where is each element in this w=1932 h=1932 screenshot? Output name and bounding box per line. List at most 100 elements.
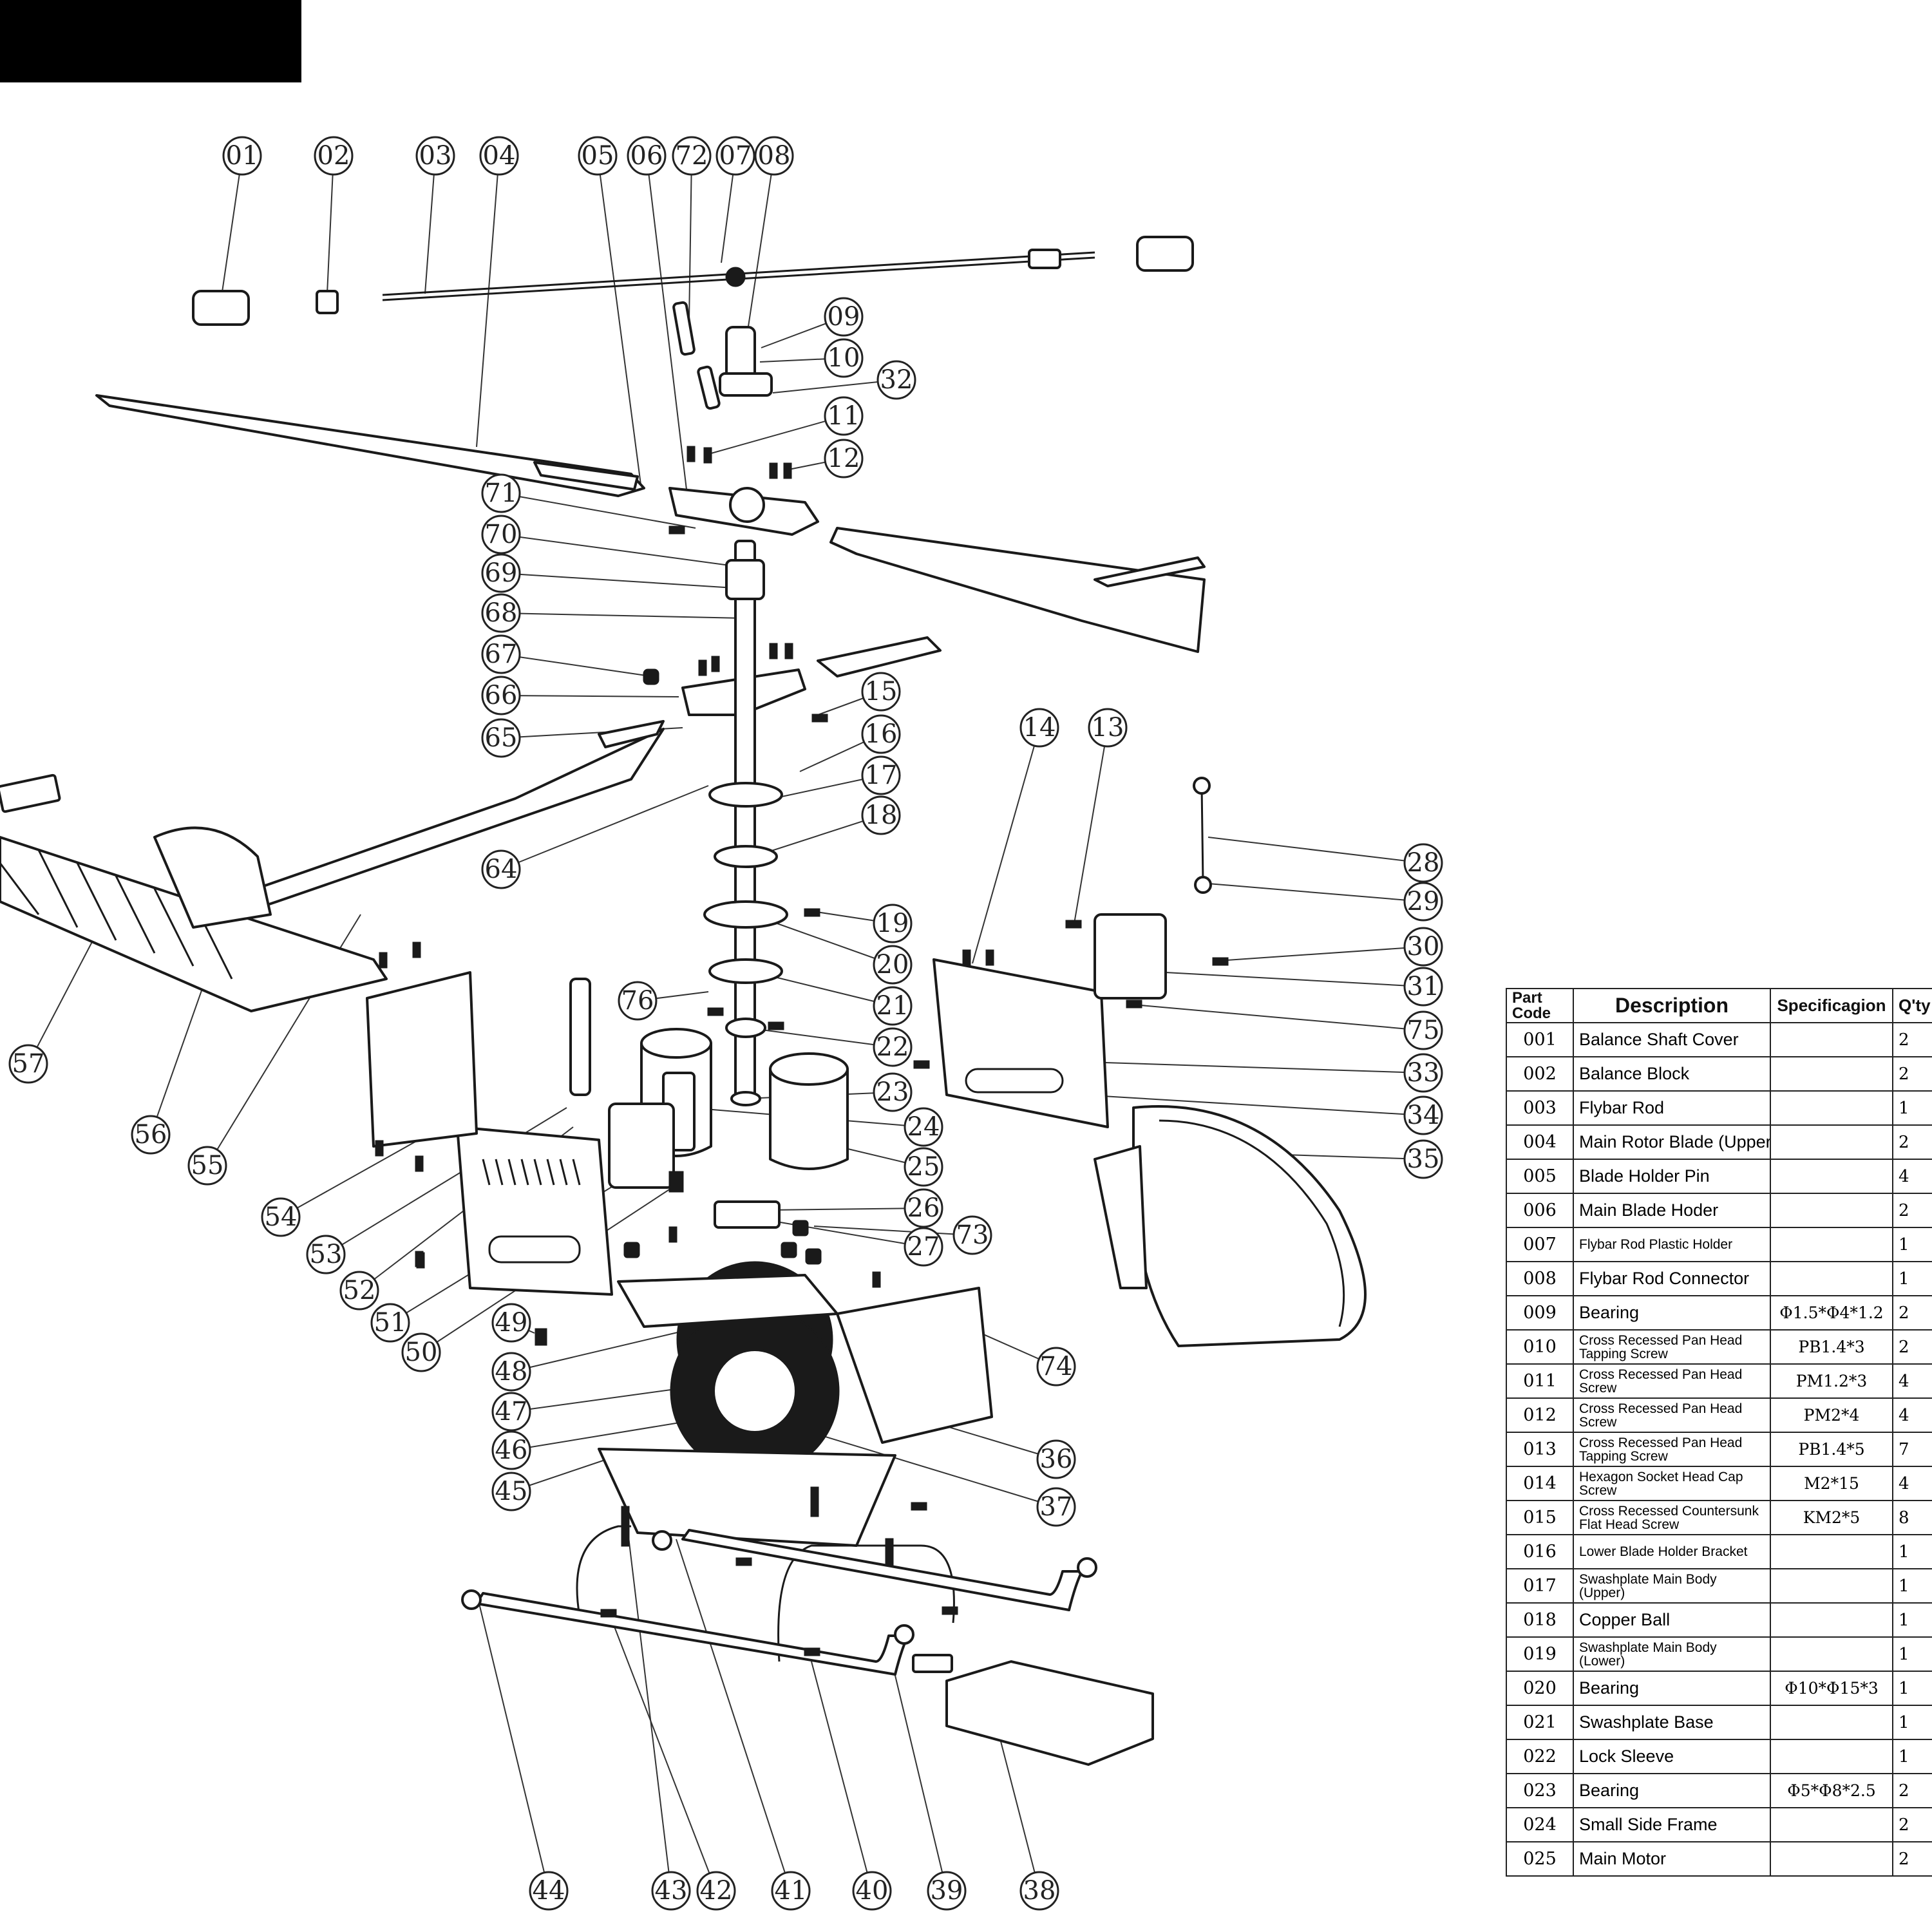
callout-circle xyxy=(491,1472,531,1511)
callout-circle xyxy=(481,553,521,593)
quantity-cell: 1 xyxy=(1892,1671,1932,1706)
callout-label: 34 xyxy=(1407,1101,1440,1130)
servo-linkage-rod xyxy=(1200,785,1204,883)
part-code-cell: 025 xyxy=(1506,1841,1574,1877)
callout-48: 48 xyxy=(491,1352,531,1392)
specification-cell xyxy=(1770,1534,1893,1569)
description-cell: Cross Recessed Countersunk Flat Head Scr… xyxy=(1573,1500,1771,1535)
callout-label: 57 xyxy=(12,1049,45,1079)
quantity-cell: 2 xyxy=(1892,1124,1932,1160)
callout-circle xyxy=(491,1430,531,1470)
parts-table: Part Code Description Specificagion Q'ty… xyxy=(1506,988,1932,1877)
leader-line-73 xyxy=(813,1226,973,1236)
callout-label: 20 xyxy=(876,950,909,980)
callout-circle xyxy=(861,755,901,795)
callout-circle xyxy=(187,1146,227,1186)
rear-frame-bracket xyxy=(366,971,478,1148)
callout-circle xyxy=(222,136,262,176)
part-code-cell: 014 xyxy=(1506,1466,1574,1501)
callout-label: 18 xyxy=(865,800,898,830)
callout-44: 44 xyxy=(529,1871,569,1911)
leader-line-01 xyxy=(221,155,243,297)
quantity-cell: 1 xyxy=(1892,1568,1932,1604)
callout-circle xyxy=(861,795,901,835)
callout-47: 47 xyxy=(491,1392,531,1432)
callout-label: 40 xyxy=(856,1876,889,1906)
callout-circle xyxy=(1403,843,1443,883)
leader-line-68 xyxy=(500,612,746,619)
callout-circle xyxy=(1403,927,1443,967)
description-cell: Flybar Rod Plastic Holder xyxy=(1573,1227,1771,1262)
callout-circle xyxy=(1403,1010,1443,1050)
quantity-cell: 2 xyxy=(1892,1329,1932,1365)
callout-circle xyxy=(1403,1095,1443,1135)
part-code-cell: 015 xyxy=(1506,1500,1574,1535)
main-rotor-blade-upper-left xyxy=(95,394,645,497)
callout-67: 67 xyxy=(481,634,521,674)
callout-27: 27 xyxy=(904,1227,943,1267)
skid-tube-front xyxy=(475,1592,909,1676)
callout-label: 74 xyxy=(1040,1352,1073,1381)
skid-end-cap xyxy=(461,1589,482,1610)
balance-shaft-cover-right xyxy=(1136,236,1194,272)
callout-label: 30 xyxy=(1407,932,1440,961)
specification-cell: Φ10*Φ15*3 xyxy=(1770,1671,1893,1706)
description-cell: Balance Shaft Cover xyxy=(1573,1022,1771,1057)
table-header-row: Part Code Description Specificagion Q'ty xyxy=(1506,988,1932,1023)
callout-41: 41 xyxy=(771,1871,811,1911)
callout-circle xyxy=(261,1197,301,1237)
leader-line-66 xyxy=(500,695,679,697)
specification-cell xyxy=(1770,1124,1893,1160)
swashplate-lower xyxy=(703,900,788,929)
callout-label: 69 xyxy=(485,558,518,588)
callout-34: 34 xyxy=(1403,1095,1443,1135)
callout-label: 66 xyxy=(485,681,518,710)
leader-line-29 xyxy=(1208,883,1424,902)
callout-circle xyxy=(876,360,916,400)
callout-circle xyxy=(481,473,521,513)
description-cell: Cross Recessed Pan Head Screw xyxy=(1573,1363,1771,1399)
callout-label: 08 xyxy=(758,141,791,171)
leader-line-08 xyxy=(746,155,775,336)
leader-line-43 xyxy=(627,1526,672,1891)
callout-label: 56 xyxy=(135,1120,167,1150)
callout-circle xyxy=(873,945,913,985)
callout-label: 25 xyxy=(907,1152,940,1182)
side-frame-plate xyxy=(456,1126,613,1296)
specification-cell xyxy=(1770,1261,1893,1296)
callout-18: 18 xyxy=(861,795,901,835)
part-code-cell: 016 xyxy=(1506,1534,1574,1569)
callout-circle xyxy=(1036,1487,1076,1527)
callout-64: 64 xyxy=(481,849,521,889)
quantity-cell: 2 xyxy=(1892,1807,1932,1842)
description-cell: Bearing xyxy=(1573,1295,1771,1331)
swashplate-base xyxy=(708,958,783,984)
leader-line-33 xyxy=(1104,1062,1424,1074)
callout-label: 72 xyxy=(676,141,708,171)
callout-label: 01 xyxy=(226,141,259,171)
description-cell: Copper Ball xyxy=(1573,1602,1771,1638)
callout-circle xyxy=(904,1227,943,1267)
callout-circle xyxy=(314,136,354,176)
callout-label: 53 xyxy=(310,1240,343,1269)
servo-right xyxy=(1094,913,1167,999)
callout-11: 11 xyxy=(824,396,864,436)
callout-circle xyxy=(1403,882,1443,922)
callout-label: 49 xyxy=(495,1308,528,1338)
callout-label: 33 xyxy=(1407,1058,1440,1088)
callout-label: 51 xyxy=(374,1308,407,1338)
quantity-cell: 1 xyxy=(1892,1705,1932,1740)
callout-05: 05 xyxy=(578,136,618,176)
leader-line-30 xyxy=(1217,946,1424,961)
callout-circle xyxy=(927,1871,967,1911)
link-rod-upper xyxy=(672,301,696,356)
leader-line-70 xyxy=(500,534,740,567)
callout-circle xyxy=(370,1303,410,1343)
callout-19: 19 xyxy=(873,904,913,943)
callout-label: 27 xyxy=(907,1232,940,1262)
description-cell: Swashplate Main Body (Upper) xyxy=(1573,1568,1771,1604)
